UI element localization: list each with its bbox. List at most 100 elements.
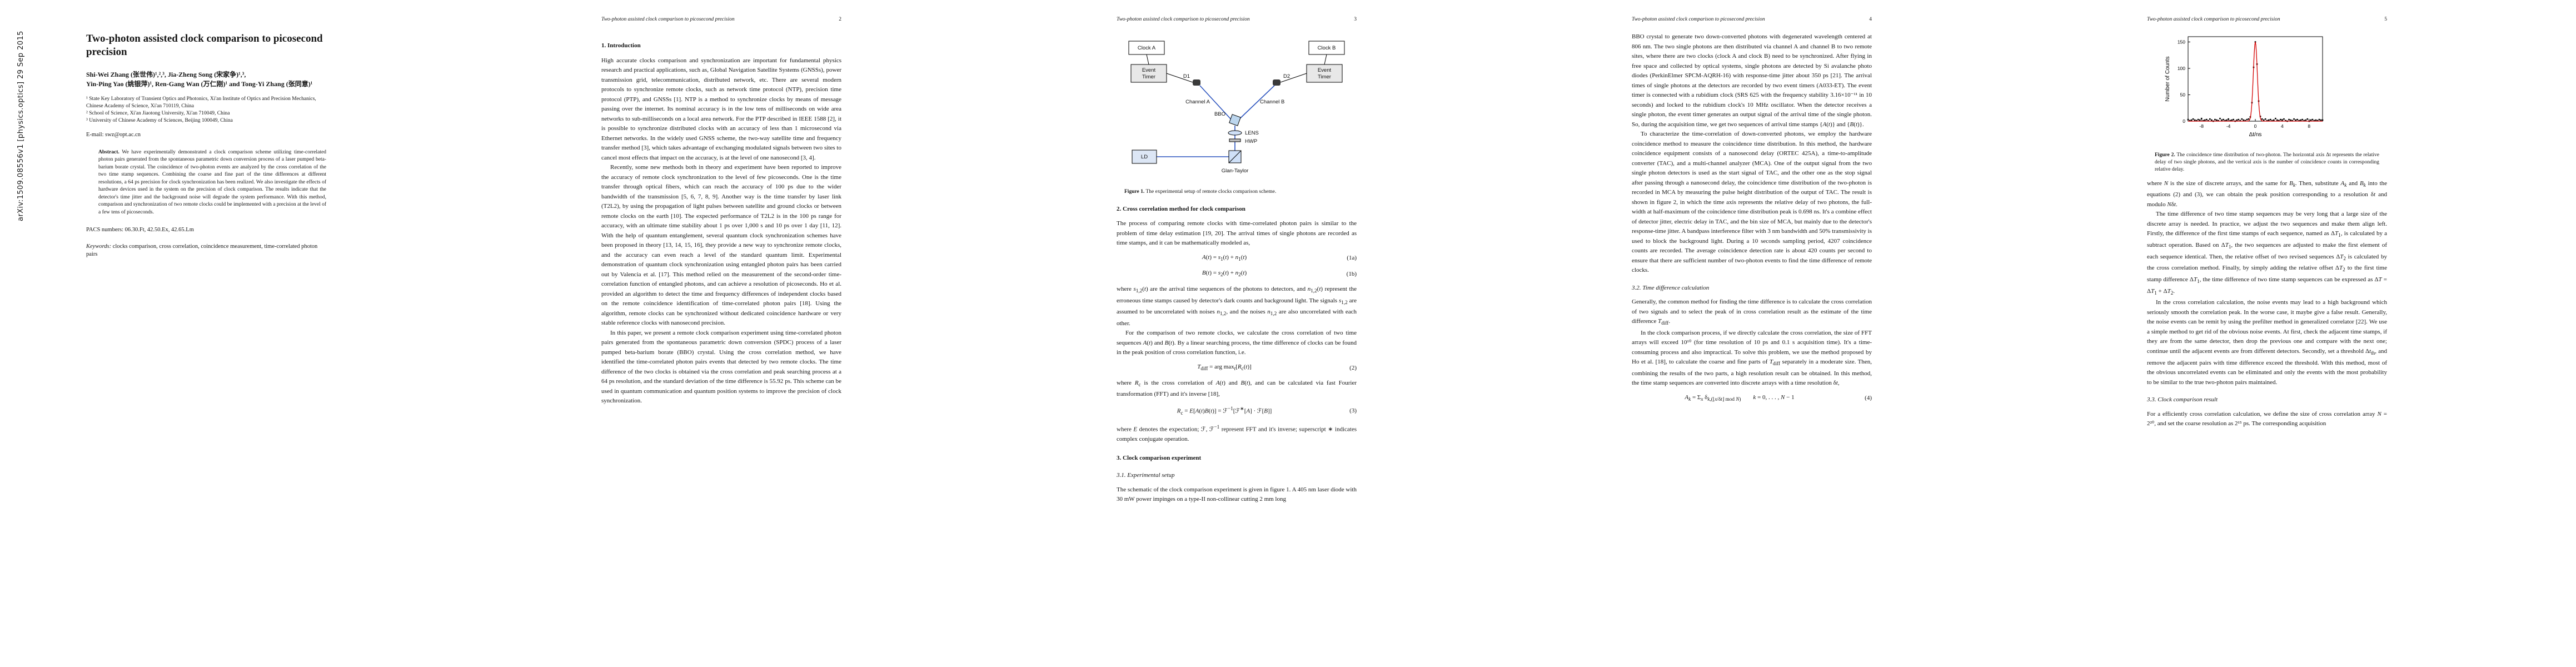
event-timer-a-label-1: Event: [1142, 67, 1156, 73]
keywords-text: clocks comparison, cross correlation, co…: [86, 243, 318, 257]
fig2-data-point: [2221, 119, 2223, 121]
fig2-data-point: [2288, 118, 2290, 121]
running-header: Two-photon assisted clock comparison to …: [1117, 17, 1357, 22]
fig2-data-point: [2243, 119, 2245, 121]
fig2-data-point: [2194, 119, 2196, 121]
fig2-data-point: [2229, 120, 2231, 122]
fig2-data-point: [2298, 120, 2300, 122]
running-title: Two-photon assisted clock comparison to …: [2147, 17, 2280, 22]
fig2-data-point: [2208, 120, 2209, 122]
fig2-data-point: [2311, 118, 2314, 121]
equation-4-number: (4): [1865, 395, 1872, 402]
clock-a-to-timer-wire: [1146, 54, 1149, 65]
fig2-data-point: [2290, 119, 2291, 121]
fig2-y-tick-label: 50: [2180, 92, 2186, 98]
paragraph: The schematic of the clock comparison ex…: [1117, 486, 1357, 503]
fig2-data-point: [2291, 120, 2293, 122]
fig2-data-point: [2239, 120, 2241, 122]
event-timer-b-label-1: Event: [1318, 67, 1332, 73]
glan-taylor-diagonal: [1228, 150, 1242, 163]
paragraph: where N is the size of discrete arrays, …: [2147, 180, 2388, 208]
paragraph: To characterize the time-correlation of …: [1632, 131, 1872, 273]
fig2-data-point: [2209, 118, 2211, 120]
running-header: Two-photon assisted clock comparison to …: [601, 17, 841, 22]
signal-beam-channel-a: [1199, 85, 1233, 122]
fig2-data-point: [2202, 120, 2204, 122]
fig2-y-tick-label: 100: [2178, 66, 2185, 71]
equation-1a: A(t) = s1(t) + n1(t) (1a): [1117, 253, 1357, 265]
fig2-y-tick-label: 0: [2183, 118, 2185, 124]
fig2-data-point: [2293, 118, 2295, 120]
fig2-data-point: [2216, 119, 2218, 121]
affiliations-block: ¹ State Key Laboratory of Transient Opti…: [86, 96, 326, 125]
fig2-y-axis-label: Number of Counts: [2165, 56, 2171, 101]
paragraph: The time difference of two time stamp se…: [2147, 211, 2387, 296]
equation-4: Ak = Σx δk,(⌊x/δt⌋ mod N) k = 0, . . . ,…: [1632, 393, 1872, 405]
lens-element: [1228, 130, 1242, 136]
fig2-data-point: [2318, 118, 2320, 121]
fig2-data-point: [2189, 120, 2191, 122]
authors-line-2: Yin-Ping Yao (姚银萍)¹, Ren-Gang Wan (万仁刚)¹…: [86, 80, 313, 88]
fig2-data-point: [2199, 119, 2201, 121]
paragraph: where s1,2(t) are the arrival time seque…: [1117, 285, 1357, 327]
page-5: Two-photon assisted clock comparison to …: [2061, 0, 2576, 667]
fig2-data-point: [2223, 118, 2224, 121]
detector-d1-label: D1: [1183, 73, 1190, 79]
abstract: Abstract. We have experimentally demonst…: [98, 149, 326, 217]
fig2-y-tick-label: 150: [2178, 39, 2185, 45]
equation-1b-body: B(t) = s2(t) + n2(t): [1202, 270, 1247, 278]
detector-d2: [1273, 79, 1280, 86]
paragraph: Recently, some new methods both in theor…: [601, 164, 841, 326]
idler-beam-channel-b: [1237, 85, 1275, 122]
fig2-data-point: [2231, 119, 2233, 121]
bbo-crystal: [1229, 114, 1241, 126]
running-title: Two-photon assisted clock comparison to …: [601, 17, 735, 22]
fig2-data-point: [2296, 118, 2298, 121]
fig2-data-point: [2310, 119, 2312, 121]
fig2-data-point: [2246, 118, 2248, 121]
fig2-axes-frame: [2188, 36, 2323, 122]
fig2-data-point: [2261, 118, 2263, 120]
page-4: Two-photon assisted clock comparison to …: [1546, 0, 2061, 667]
section-heading-cross-correlation: 2. Cross correlation method for clock co…: [1117, 205, 1245, 212]
fig2-data-point: [2205, 118, 2208, 121]
detector-d2-label: D2: [1283, 73, 1290, 79]
fig2-data-point: [2228, 118, 2229, 120]
affiliation-1: ¹ State Key Laboratory of Transient Opti…: [86, 96, 316, 109]
fig2-data-point: [2320, 119, 2322, 121]
fig2-data-point: [2248, 118, 2250, 120]
figure-1: Clock A Clock B Event Timer Event Timer …: [1117, 32, 1357, 185]
paragraph: In the cross correlation calculation, th…: [2147, 299, 2387, 386]
page-1-content: Two-photon assisted clock comparison to …: [86, 32, 326, 258]
fig2-data-point: [2273, 119, 2275, 121]
fig2-data-point: [2305, 119, 2307, 121]
fig2-data-point: [2269, 118, 2271, 121]
fig2-data-point: [2266, 120, 2268, 122]
pacs-line: PACS numbers: 06.30.Ft, 42.50.Ex, 42.65.…: [86, 227, 194, 233]
fig2-x-tick-label: 8: [2308, 123, 2310, 129]
fig2-data-point: [2315, 119, 2317, 121]
subsection-heading-result: 3.3. Clock comparison result: [2147, 396, 2218, 403]
detector-d2-to-timer-wire: [1280, 73, 1307, 83]
page-number: 5: [2384, 17, 2387, 22]
fig2-data-point: [2301, 118, 2303, 121]
laser-diode-box: [1132, 150, 1157, 164]
fig2-x-tick-label: 0: [2254, 123, 2257, 129]
figure-1-caption: Figure 1. The experimental setup of remo…: [1124, 188, 1349, 196]
fig2-data-point: [2224, 120, 2226, 122]
fig2-data-point: [2313, 120, 2315, 122]
running-header: Two-photon assisted clock comparison to …: [2147, 17, 2387, 22]
page-number: 2: [839, 17, 841, 22]
paragraph: BBO crystal to generate two down-convert…: [1632, 33, 1872, 128]
clock-a-label: Clock A: [1138, 45, 1156, 51]
fig2-data-point: [2278, 120, 2280, 122]
figure-2-caption-label: Figure 2.: [2155, 152, 2175, 158]
fig2-data-point: [2275, 117, 2276, 120]
page-number: 4: [1869, 17, 1872, 22]
fig2-data-point: [2300, 119, 2301, 121]
running-title: Two-photon assisted clock comparison to …: [1632, 17, 1765, 22]
equation-1b-number: (1b): [1346, 270, 1357, 277]
